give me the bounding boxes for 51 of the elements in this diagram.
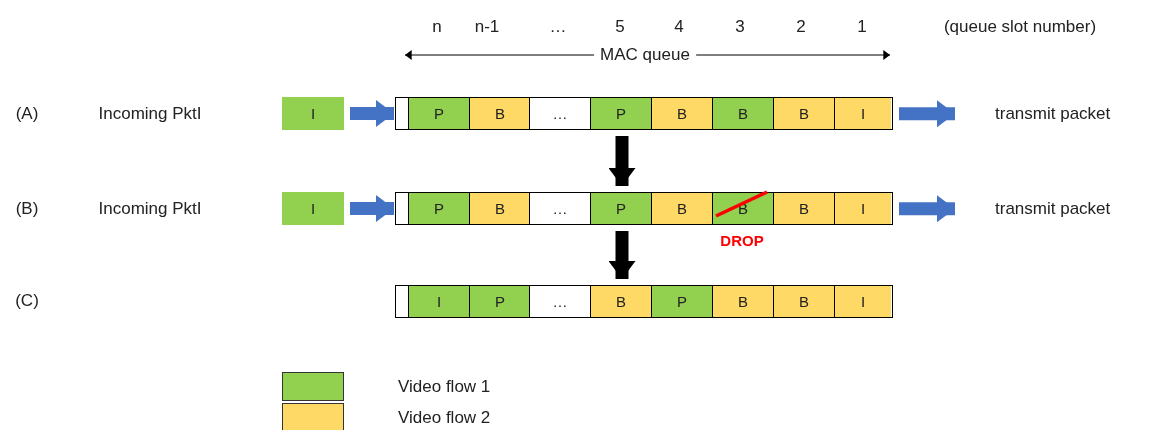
queue-slot: I	[834, 193, 891, 224]
row-label: (C)	[15, 291, 39, 311]
queue-slot: P	[651, 286, 712, 317]
block-arrow	[608, 231, 636, 279]
drop-label: DROP	[720, 231, 764, 251]
queue-slot: B	[773, 98, 834, 129]
queue-slot: P	[590, 193, 651, 224]
queue-slot: P	[408, 193, 469, 224]
row-label: (A)	[15, 104, 39, 124]
slot-number: 3	[735, 17, 745, 37]
slot-number: 2	[796, 17, 806, 37]
axis-caption: (queue slot number)	[943, 17, 1097, 37]
slot-number: …	[549, 17, 567, 37]
block-arrow	[350, 100, 394, 127]
block-arrow	[350, 195, 394, 222]
queue-slot: B	[469, 98, 530, 129]
queue-bar	[395, 285, 893, 318]
row-label: Incoming PktI	[98, 104, 202, 124]
slot-number: 4	[674, 17, 684, 37]
output-label: transmit packet	[995, 104, 1111, 124]
queue-slot: B	[651, 98, 712, 129]
queue-slot: B	[590, 286, 651, 317]
slot-number: 1	[857, 17, 867, 37]
output-label: transmit packet	[995, 199, 1111, 219]
block-arrow	[608, 136, 636, 186]
packet-box: I	[282, 192, 344, 225]
queue-slot: B	[651, 193, 712, 224]
slot-number: 5	[615, 17, 625, 37]
queue-slot: P	[590, 98, 651, 129]
queue-slot: B	[773, 286, 834, 317]
queue-slot: I	[834, 98, 891, 129]
queue-bar	[395, 192, 893, 225]
queue-slot: B	[469, 193, 530, 224]
block-arrow	[899, 100, 955, 128]
row-label: (B)	[15, 199, 39, 219]
row-label: Incoming PktI	[98, 199, 202, 219]
axis-caption: MAC queue	[594, 45, 696, 65]
legend-label: Video flow 2	[398, 408, 491, 428]
queue-bar	[395, 97, 893, 130]
legend-label: Video flow 1	[398, 377, 491, 397]
queue-slot: B	[773, 193, 834, 224]
packet-box: I	[282, 97, 344, 130]
queue-slot: B	[712, 98, 773, 129]
queue-slot: P	[469, 286, 530, 317]
slot-number: n-1	[474, 17, 500, 37]
queue-slot: I	[408, 286, 469, 317]
queue-slot: P	[408, 98, 469, 129]
queue-slot: I	[834, 286, 891, 317]
slot-number: n	[432, 17, 442, 37]
block-arrow	[899, 195, 955, 223]
queue-slot: B	[712, 286, 773, 317]
